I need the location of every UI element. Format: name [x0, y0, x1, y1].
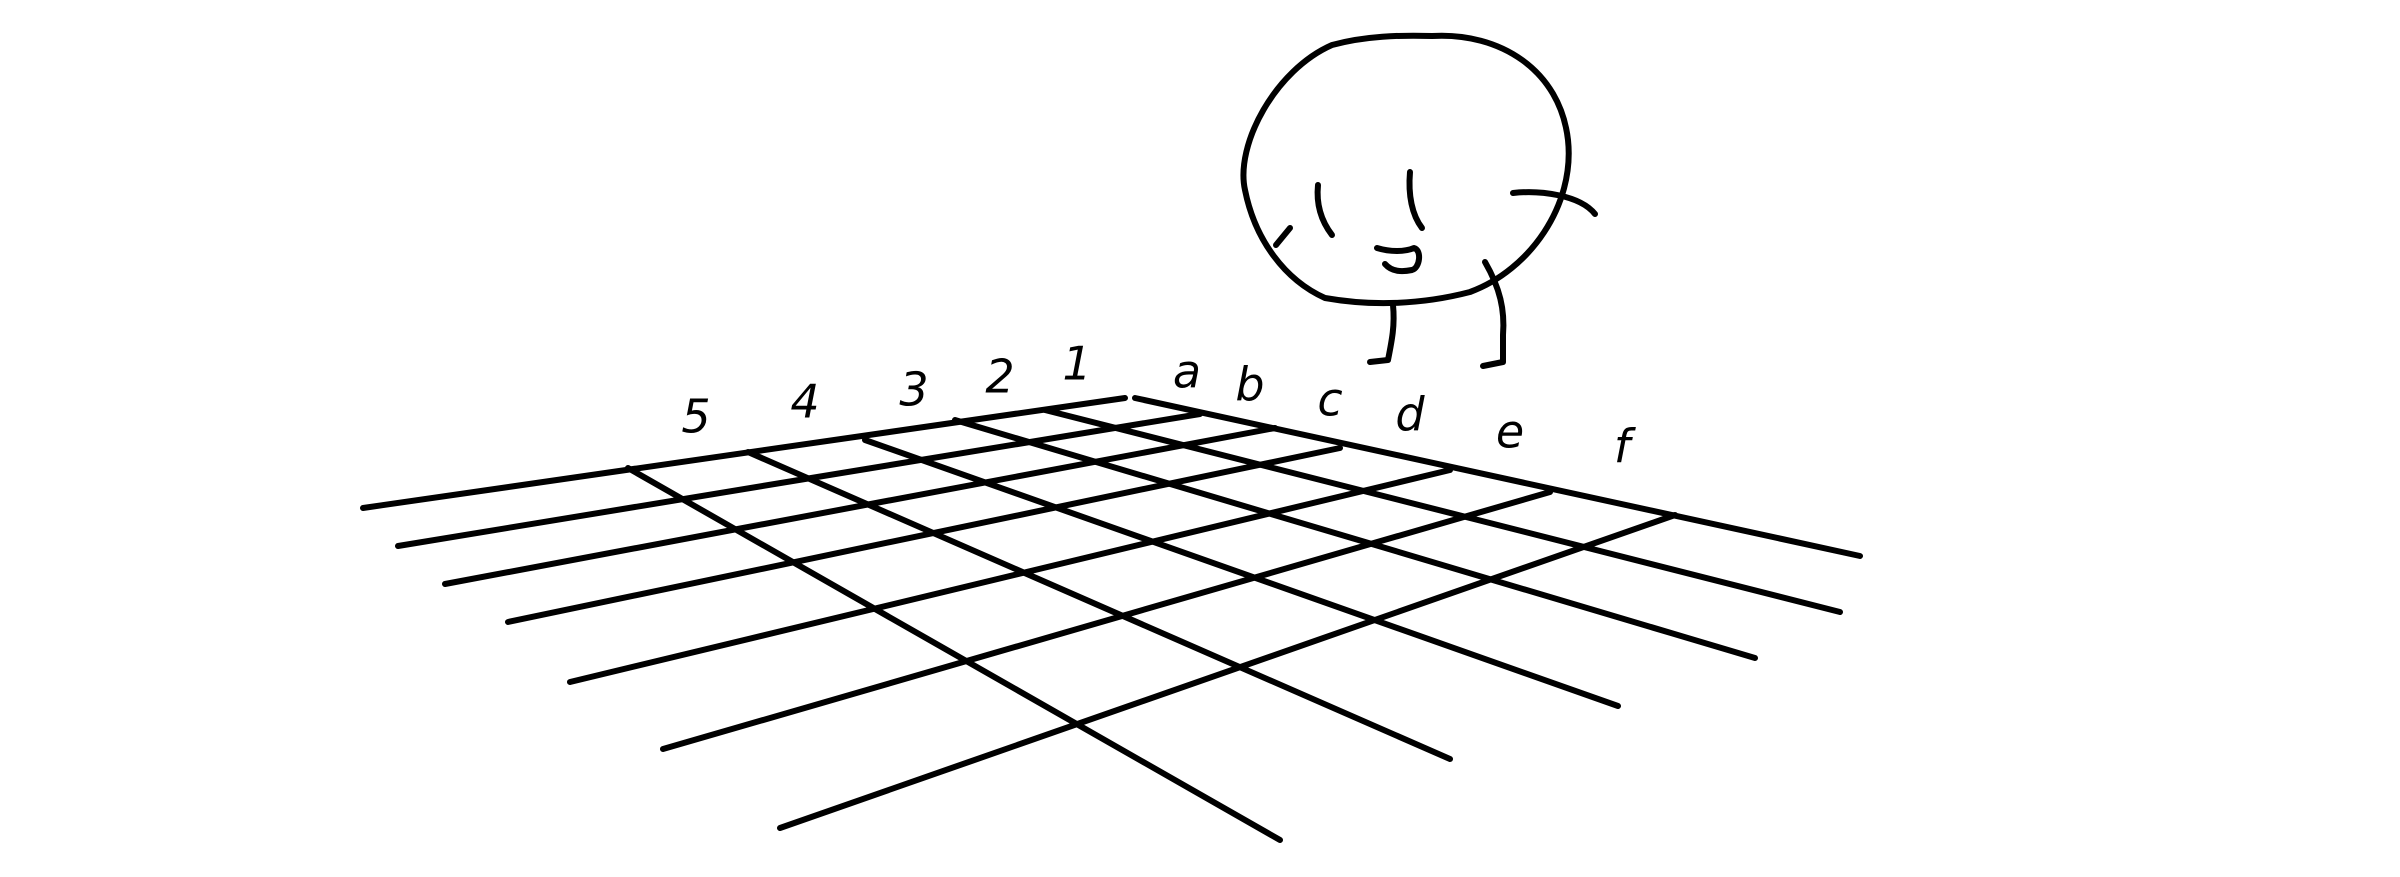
- character-mouth: [1374, 245, 1422, 275]
- row-label-5: 5: [681, 390, 710, 444]
- column-label-a: a: [1173, 345, 1201, 399]
- grid-line-right-3: [862, 437, 1621, 709]
- grid-line-right-4: [952, 417, 1758, 661]
- character-right-eye: [1406, 169, 1425, 231]
- row-label-2: 2: [985, 350, 1014, 404]
- grid-line-left-6: [660, 489, 1553, 752]
- character-right-arm: [1510, 189, 1598, 217]
- grid-line-left-5: [567, 467, 1453, 685]
- grid-line-left-2: [395, 411, 1203, 549]
- grid-line-left-1: [360, 395, 1128, 511]
- character-left-leg: [1367, 302, 1397, 365]
- character-left-arm: [1273, 225, 1293, 248]
- character-left-eye: [1314, 182, 1335, 238]
- row-labels: 5 4 3 2 1: [681, 337, 1091, 444]
- grid-line-left-3: [442, 425, 1278, 587]
- row-label-4: 4: [790, 375, 819, 429]
- column-label-f: f: [1614, 420, 1636, 474]
- grid-line-right-5: [1042, 407, 1843, 615]
- column-label-c: c: [1317, 373, 1342, 427]
- grid-line-left-7: [777, 512, 1678, 831]
- character-body-outline: [1240, 32, 1572, 307]
- column-label-e: e: [1496, 405, 1524, 459]
- row-label-3: 3: [899, 363, 928, 417]
- grid-line-right-1: [625, 465, 1283, 843]
- grid-line-left-4: [505, 445, 1343, 625]
- character-figure: [1240, 32, 1598, 369]
- row-label-1: 1: [1062, 337, 1091, 391]
- grid-line-right-6: [1132, 395, 1863, 559]
- column-label-d: d: [1395, 388, 1425, 442]
- grid-lines-left-family: [360, 395, 1678, 831]
- grid-line-right-2: [745, 449, 1453, 762]
- column-label-b: b: [1235, 358, 1264, 412]
- grid-lines-right-family: [625, 395, 1863, 843]
- character-right-leg: [1480, 259, 1507, 369]
